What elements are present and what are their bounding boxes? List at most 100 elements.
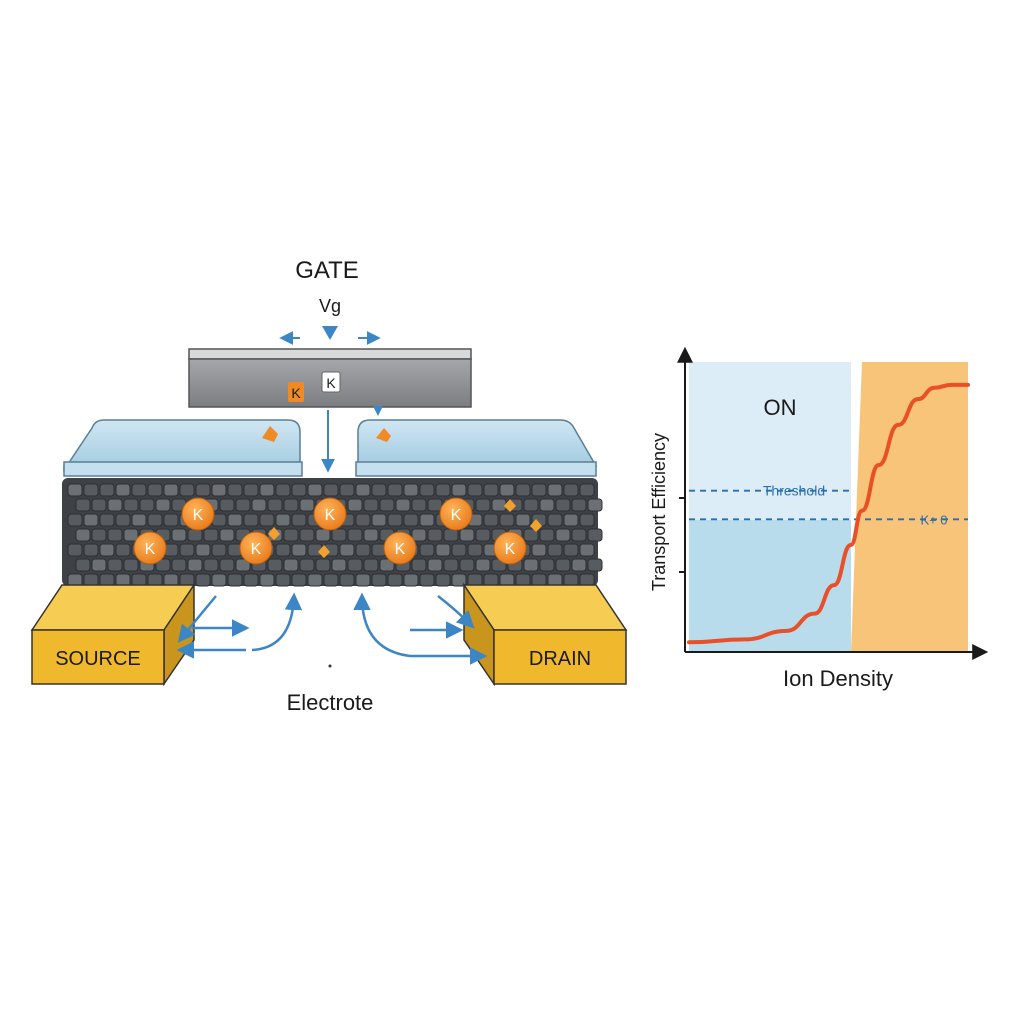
lattice-cell: [243, 573, 259, 587]
lattice-cell: [275, 543, 291, 557]
lattice-cell: [259, 513, 275, 527]
lattice-cell: [187, 528, 203, 542]
lattice-cell: [115, 483, 131, 497]
lattice-cell: [515, 573, 531, 587]
lattice-cell: [203, 528, 219, 542]
lattice-cell: [459, 528, 475, 542]
electrolyte-label: Electrote: [287, 690, 374, 715]
lattice-cell: [163, 483, 179, 497]
lattice-cell: [299, 528, 315, 542]
lattice-cell: [267, 498, 283, 512]
lattice-cell: [515, 483, 531, 497]
marker-dot: [328, 664, 332, 668]
lattice-cell: [419, 573, 435, 587]
lattice-cell: [427, 528, 443, 542]
drain-electrode: DRAIN: [462, 582, 628, 687]
lattice-cell: [115, 543, 131, 557]
lattice-cell: [147, 513, 163, 527]
lattice-cell: [107, 498, 123, 512]
lattice-cell: [275, 513, 291, 527]
lattice-cell: [467, 483, 483, 497]
lattice-cell: [403, 573, 419, 587]
lattice-cell: [587, 498, 603, 512]
lattice-cell: [523, 528, 539, 542]
lattice-cell: [131, 513, 147, 527]
lattice-cell: [291, 513, 307, 527]
lattice-cell: [587, 528, 603, 542]
svg-text:K: K: [451, 507, 462, 524]
lattice-cell: [315, 528, 331, 542]
lattice-cell: [411, 558, 427, 572]
lattice-cell: [299, 498, 315, 512]
lattice-cell: [555, 528, 571, 542]
ion-fragment: [318, 545, 330, 558]
lattice-cell: [555, 498, 571, 512]
lattice-cell: [83, 483, 99, 497]
svg-text:K: K: [251, 541, 262, 558]
lattice-cell: [203, 558, 219, 572]
efficiency-curve: [687, 382, 970, 645]
lattice-cell: [99, 513, 115, 527]
lattice-cell: [339, 483, 355, 497]
gate-ion-2: K: [321, 371, 341, 393]
lattice-cell: [123, 528, 139, 542]
ion-flow-arrows: [176, 592, 488, 665]
lattice-cell: [387, 573, 403, 587]
source-label: SOURCE: [55, 648, 141, 670]
svg-text:K: K: [505, 541, 516, 558]
lattice-cell: [339, 573, 355, 587]
lattice-cell: [427, 558, 443, 572]
lattice-cell: [227, 483, 243, 497]
lattice-cell: [483, 573, 499, 587]
lattice-cell: [235, 498, 251, 512]
lattice-cell: [499, 573, 515, 587]
lattice-cell: [451, 543, 467, 557]
lattice-cell: [283, 558, 299, 572]
lattice-cell: [363, 498, 379, 512]
svg-text:K: K: [291, 385, 301, 401]
lattice-cell: [67, 483, 83, 497]
threshold-region: [851, 362, 968, 652]
lattice-cell: [227, 573, 243, 587]
potassium-ion: K: [133, 531, 167, 565]
lattice-cell: [339, 543, 355, 557]
lattice-cell: [267, 558, 283, 572]
lattice-cell: [179, 543, 195, 557]
electrolyte-pad-left: [63, 419, 303, 477]
lattice-cell: [419, 513, 435, 527]
lattice-cell: [211, 483, 227, 497]
lattice-cell: [371, 573, 387, 587]
lattice-cell: [491, 498, 507, 512]
lattice-cell: [579, 513, 595, 527]
lattice-cell: [523, 498, 539, 512]
lattice-cell: [579, 483, 595, 497]
lattice-cell: [499, 513, 515, 527]
lattice-cell: [275, 483, 291, 497]
lattice-cell: [91, 528, 107, 542]
lattice-cell: [387, 483, 403, 497]
lattice-cell: [371, 483, 387, 497]
lattice-cell: [331, 558, 347, 572]
lattice-cell: [523, 558, 539, 572]
x-axis-label: Ion Density: [783, 666, 893, 691]
svg-text:K: K: [325, 507, 336, 524]
lattice-cell: [443, 558, 459, 572]
lattice-cell: [307, 483, 323, 497]
lattice-cell: [75, 498, 91, 512]
lattice-cell: [475, 528, 491, 542]
lattice-cell: [243, 513, 259, 527]
lattice-cell: [291, 483, 307, 497]
lattice-cell: [571, 558, 587, 572]
lattice-cell: [291, 543, 307, 557]
gate-voltage-label: Vg: [319, 296, 341, 316]
lattice-cell: [195, 573, 211, 587]
lattice-cell: [307, 573, 323, 587]
lattice-cell: [555, 558, 571, 572]
lattice-cell: [75, 558, 91, 572]
lattice-cell: [323, 573, 339, 587]
lattice-cell: [363, 558, 379, 572]
lattice-cell: [323, 483, 339, 497]
lattice-cell: [147, 483, 163, 497]
